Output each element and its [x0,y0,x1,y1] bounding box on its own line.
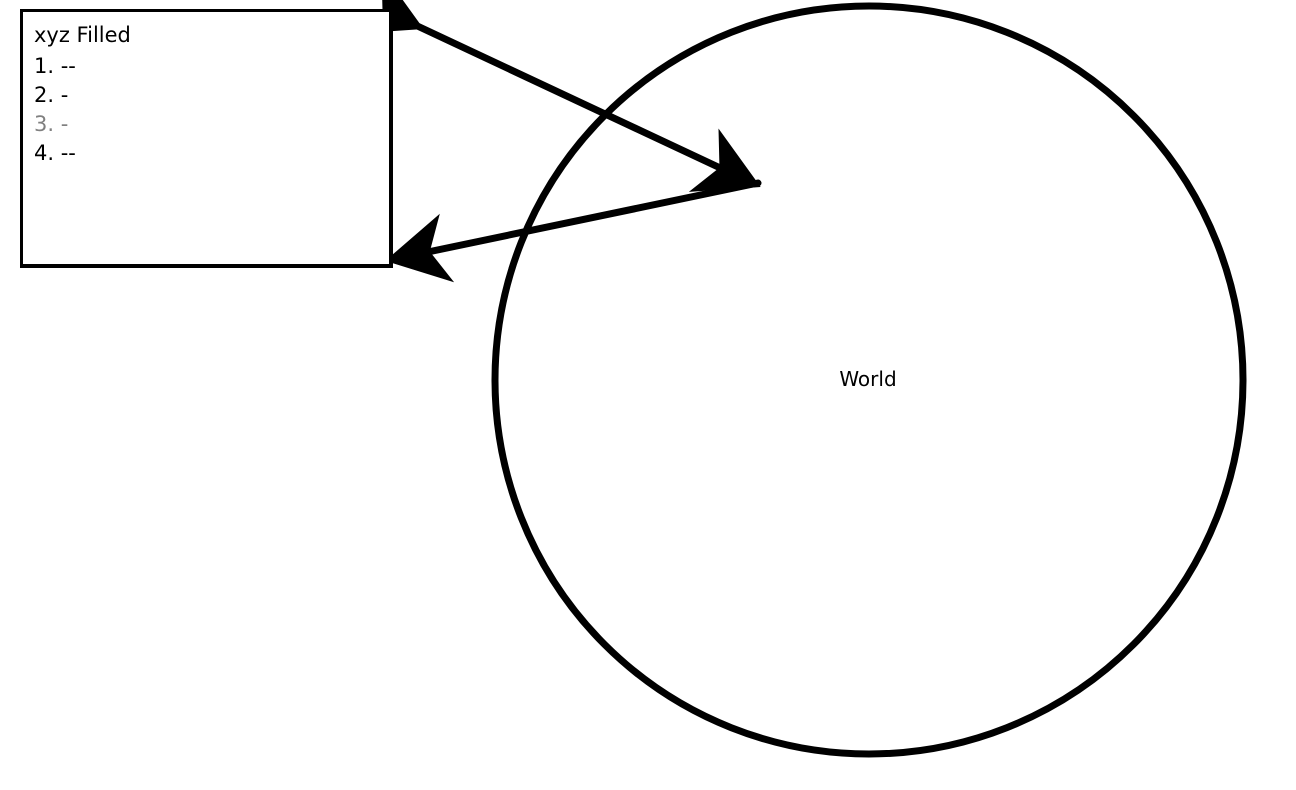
panel-title: xyz Filled [34,23,131,47]
world-label: World [839,367,897,391]
list-item: 4. -- [34,141,76,165]
list-item: 1. -- [34,54,76,78]
list-item: 2. - [34,83,69,107]
info-panel: xyz Filled 1. -- 2. - 3. - 4. -- [20,9,393,268]
world-circle [491,2,1247,758]
arrow-panel-to-world [351,0,761,192]
arrow-world-to-panel [385,179,762,283]
panel-list: 1. -- 2. - 3. - 4. -- [34,52,76,168]
list-item: 3. - [34,112,69,136]
